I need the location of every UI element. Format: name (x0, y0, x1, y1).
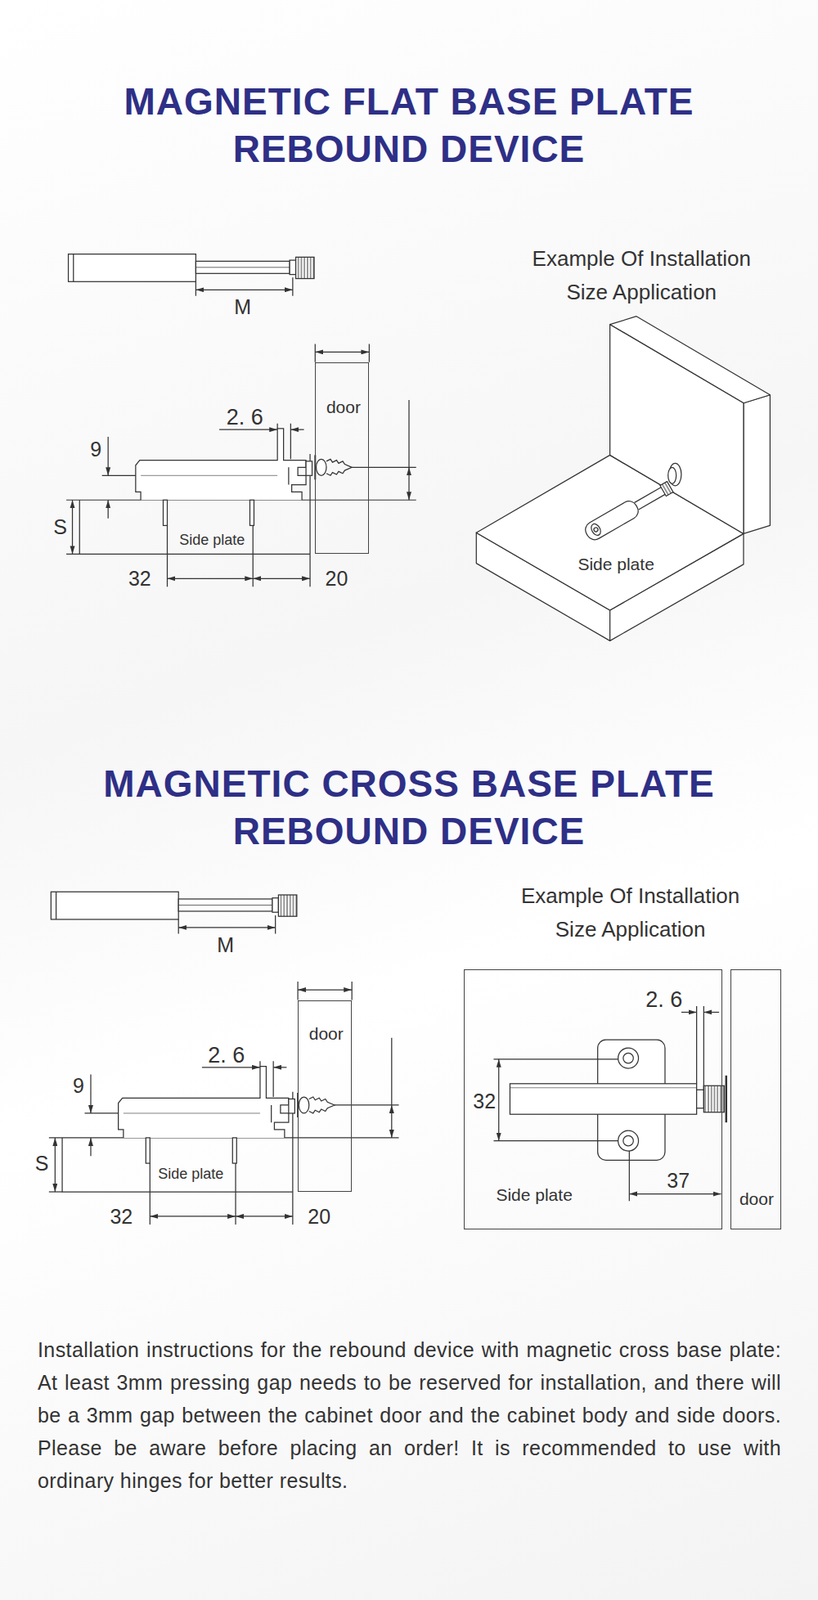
door-panel: door (730, 969, 782, 1230)
part-label: Side plate (157, 1165, 224, 1184)
dimension-label: M (216, 932, 234, 958)
node-label: door (326, 396, 361, 418)
cross-plate-top-view (493, 1006, 726, 1201)
door-panel: door (297, 1000, 352, 1193)
cross-side-view (49, 891, 400, 1225)
dimension-label: 20 (307, 1204, 331, 1229)
node-label: door (739, 1188, 774, 1210)
dimension-label: 9 (72, 1073, 85, 1098)
dimension-label: M (233, 294, 252, 320)
instruction-note: Installation instructions for the reboun… (37, 1333, 782, 1497)
dimension-label: 2. 6 (226, 404, 264, 431)
dimension-label: 32 (472, 1088, 496, 1114)
dimension-label: S (53, 514, 68, 540)
dimension-label: S (35, 1150, 50, 1176)
dimension-label: 2. 6 (645, 986, 683, 1013)
dimension-label: 2. 6 (207, 1042, 245, 1069)
dimension-label: 37 (666, 1168, 690, 1193)
dimension-label: 32 (128, 566, 152, 591)
dimension-label: 20 (325, 566, 349, 591)
section-caption: Example Of Installation Size Application (514, 242, 769, 310)
part-label: Side plate (179, 531, 245, 550)
dimension-label: 32 (109, 1204, 133, 1229)
side-view-drawing (66, 254, 417, 588)
cabinet-3d-view (476, 316, 770, 642)
part-label: Side plate (577, 553, 654, 575)
door-panel: door (314, 362, 369, 555)
node-label: door (309, 1023, 344, 1044)
page-heading: MAGNETIC FLAT BASE PLATE REBOUND DEVICE (65, 77, 753, 173)
dimension-label: 9 (89, 436, 102, 462)
node-label: Side plate (495, 1184, 572, 1205)
side-plate-panel: Side plate (463, 969, 722, 1230)
section-heading: MAGNETIC CROSS BASE PLATE REBOUND DEVICE (65, 759, 753, 855)
section-caption: Example Of Installation Size Application (503, 879, 758, 947)
